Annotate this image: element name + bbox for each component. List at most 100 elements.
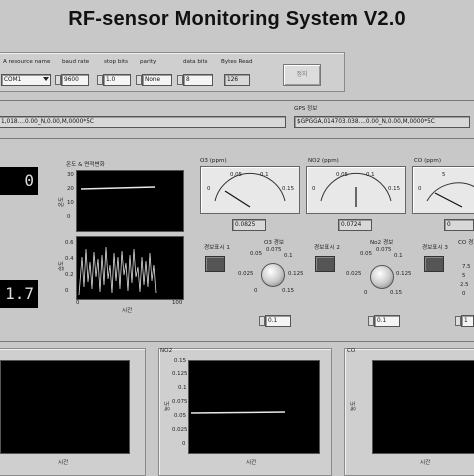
y-tick: 0.1 xyxy=(178,385,187,391)
co-meter xyxy=(412,166,474,214)
baud-input[interactable]: 9600 xyxy=(61,74,89,86)
knob-tick: 0.025 xyxy=(238,271,254,277)
co-alarm-led-icon xyxy=(424,256,444,272)
knob-tick: 0 xyxy=(364,290,368,296)
parity-input[interactable]: None xyxy=(142,74,172,86)
x-tick: 100 xyxy=(172,300,183,306)
y-tick: 0 xyxy=(182,441,186,447)
no2-history-x-label: 시간 xyxy=(246,460,257,466)
left-display-bottom-value: 1.7 xyxy=(5,284,34,303)
no2-history-trace xyxy=(190,411,286,414)
knob-tick: 2.5 xyxy=(460,282,469,288)
stop-button[interactable]: 정지 xyxy=(283,64,321,86)
co-scale: 0 xyxy=(418,186,422,192)
temp-graph-label: 온도 & 면적변화 xyxy=(66,162,105,168)
no2-history-y-label: 농도 xyxy=(165,400,172,412)
o3-alarm-label: 경보표시 1 xyxy=(204,245,230,251)
no2-history-title: NO2 xyxy=(160,348,173,354)
y-tick: 10 xyxy=(67,200,74,206)
co-label: CO (ppm) xyxy=(414,158,442,164)
y-tick: 20 xyxy=(67,186,74,192)
o3-setpoint-spinner-icon[interactable] xyxy=(259,316,265,326)
o3-scale: 0.15 xyxy=(282,186,295,192)
parity-label: parity xyxy=(140,59,157,65)
co-history-y-label: 농도 xyxy=(351,400,358,412)
knob-tick: 0 xyxy=(462,291,466,297)
no2-meter xyxy=(306,166,406,214)
y-tick: 30 xyxy=(67,172,74,178)
no2-alarm-knob[interactable] xyxy=(370,265,394,289)
data-bits-input[interactable]: 8 xyxy=(183,74,213,86)
no2-alarm-label: 경보표시 2 xyxy=(314,245,340,251)
visa-resource-select[interactable]: COM1 xyxy=(1,74,51,86)
stop-spinner-icon[interactable] xyxy=(97,75,103,85)
co-setpoint-input[interactable]: 1 xyxy=(461,315,474,327)
no2-gauge xyxy=(320,172,392,207)
co-knob-label: CO 경보 xyxy=(458,240,474,246)
co-gauge xyxy=(426,182,474,208)
knob-tick: 0.075 xyxy=(376,247,392,253)
no2-readout: 0.0724 xyxy=(338,219,372,231)
y-tick: 0.4 xyxy=(65,256,74,262)
knob-tick: 0.125 xyxy=(396,271,412,277)
co-scale: 5 xyxy=(442,172,446,178)
knob-tick: 0.15 xyxy=(282,288,295,294)
divider xyxy=(0,138,474,139)
y-tick: 0.05 xyxy=(174,413,187,419)
baud-spinner-icon[interactable] xyxy=(55,75,61,85)
bytes-read-label: Bytes Read xyxy=(221,59,253,65)
gps-left-field: 1,018....0.00_N,0.00,M,0000*5C xyxy=(0,116,286,128)
visa-label: A resource name xyxy=(3,59,51,65)
o3-setpoint-input[interactable]: 0.1 xyxy=(265,315,291,327)
knob-tick: 0.1 xyxy=(394,253,403,259)
no2-knob-label: No2 경보 xyxy=(370,240,394,246)
humidity-y-label: 습도 xyxy=(59,260,66,272)
knob-tick: 0.125 xyxy=(288,271,304,277)
knob-tick: 0.1 xyxy=(284,253,293,259)
no2-scale: 0.1 xyxy=(366,172,375,178)
knob-tick: 0.05 xyxy=(360,251,373,257)
serial-config-panel: A resource name COM1 baud rate 9600 stop… xyxy=(0,52,345,92)
o3-scale: 0 xyxy=(207,186,211,192)
knob-tick: 0.025 xyxy=(346,271,362,277)
knob-tick: 0.05 xyxy=(250,251,263,257)
left-display-top-value: 0 xyxy=(24,171,34,190)
no2-setpoint-input[interactable]: 0.1 xyxy=(374,315,400,327)
co-history-title: CO xyxy=(347,348,356,354)
app-title: RF-sensor Monitoring System V2.0 xyxy=(68,8,406,30)
no2-scale: 0.05 xyxy=(336,172,349,178)
o3-alarm-led-icon xyxy=(205,256,225,272)
stop-input[interactable]: 1.0 xyxy=(103,74,131,86)
no2-scale: 0.15 xyxy=(388,186,401,192)
y-tick: 0 xyxy=(65,288,69,294)
humidity-graph xyxy=(76,236,184,300)
o3-knob-label: O3 경보 xyxy=(264,240,285,246)
knob-tick: 0.15 xyxy=(390,290,403,296)
parity-spinner-icon[interactable] xyxy=(136,75,142,85)
co-setpoint-spinner-icon[interactable] xyxy=(455,316,461,326)
visa-value: COM1 xyxy=(4,77,22,83)
y-tick: 0.075 xyxy=(172,399,188,405)
temp-x-label: 시간 xyxy=(122,308,133,314)
temperature-graph xyxy=(76,170,184,232)
chevron-down-icon[interactable] xyxy=(43,77,49,81)
knob-tick: 5 xyxy=(462,273,466,279)
no2-setpoint-spinner-icon[interactable] xyxy=(368,316,374,326)
data-bits-label: data bits xyxy=(183,59,208,65)
y-tick: 0.125 xyxy=(172,371,188,377)
data-bits-spinner-icon[interactable] xyxy=(177,75,183,85)
no2-label: NO2 (ppm) xyxy=(308,158,339,164)
y-tick: 0.15 xyxy=(174,358,187,364)
left-display-top: 0 xyxy=(0,167,38,195)
o3-meter xyxy=(200,166,300,214)
knob-tick: 0.075 xyxy=(266,247,282,253)
co-alarm-label: 경보표시 3 xyxy=(422,245,448,251)
y-tick: 0.025 xyxy=(172,427,188,433)
co-history-x-label: 시간 xyxy=(420,460,431,466)
bottom-left-x-label: 시간 xyxy=(58,460,69,466)
divider xyxy=(0,100,474,101)
o3-alarm-knob[interactable] xyxy=(261,263,285,287)
co-history-graph xyxy=(372,360,474,454)
x-tick: 0 xyxy=(76,300,80,306)
y-tick: 0 xyxy=(67,214,71,220)
